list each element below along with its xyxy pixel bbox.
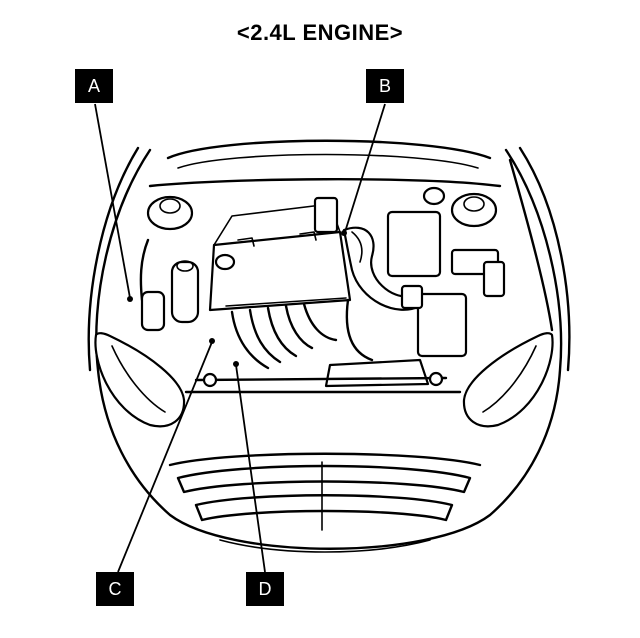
callout-leaders xyxy=(94,103,386,573)
callout-label-b: B xyxy=(366,69,404,103)
engine-block xyxy=(208,196,352,370)
target-b xyxy=(341,230,347,236)
target-a xyxy=(127,296,133,302)
callout-label-a: A xyxy=(75,69,113,103)
left-headlight xyxy=(94,332,186,428)
leader-b xyxy=(344,103,386,233)
right-headlight xyxy=(462,332,554,428)
right-components xyxy=(386,158,554,358)
diagram-title: <2.4L ENGINE> xyxy=(236,20,404,45)
left-reservoir-caps xyxy=(139,195,200,332)
target-c xyxy=(209,338,215,344)
target-d xyxy=(233,361,239,367)
callout-label-c: C xyxy=(96,572,134,606)
callout-label-d: D xyxy=(246,572,284,606)
front-grille xyxy=(168,390,482,553)
leader-c xyxy=(117,341,213,573)
leader-d xyxy=(235,364,266,573)
leader-a xyxy=(94,103,131,299)
